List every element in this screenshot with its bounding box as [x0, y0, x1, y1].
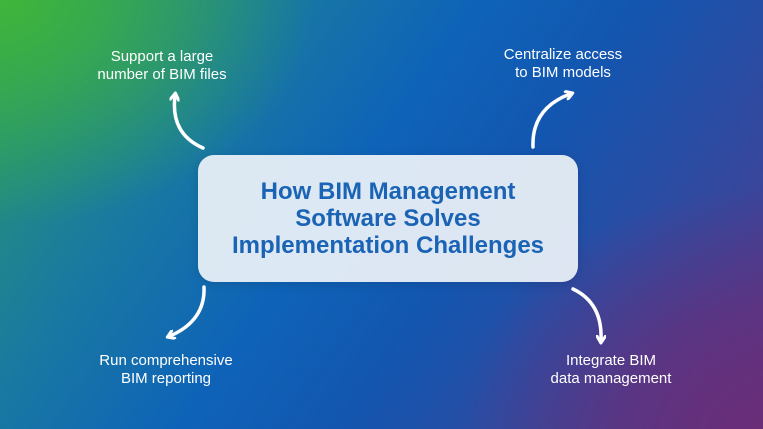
label-line: data management — [550, 370, 672, 387]
label-centralize-access: Centralize access to BIM models — [490, 46, 636, 82]
label-run-reporting: Run comprehensive BIM reporting — [86, 352, 246, 388]
arrow-top-right — [531, 94, 570, 149]
label-integrate-data: Integrate BIM data management — [538, 352, 684, 388]
label-line: number of BIM files — [97, 66, 227, 83]
label-line: to BIM models — [515, 64, 611, 81]
center-title-line: How BIM Management — [260, 178, 516, 205]
label-support-bim-files: Support a large number of BIM files — [92, 48, 232, 84]
label-line: Support a large — [110, 48, 214, 65]
center-title-line: Software Solves — [295, 205, 481, 232]
center-title: How BIM Management Software Solves Imple… — [232, 178, 544, 259]
arrow-bottom-right — [571, 287, 601, 340]
center-title-line: Implementation Challenges — [231, 232, 545, 259]
arrow-bottom-left — [170, 285, 206, 336]
center-title-box: How BIM Management Software Solves Imple… — [198, 155, 578, 282]
arrow-top-left — [174, 96, 205, 150]
label-line: Centralize access — [503, 46, 623, 63]
label-line: BIM reporting — [120, 370, 212, 387]
label-line: Run comprehensive — [99, 352, 233, 369]
label-line: Integrate BIM — [565, 352, 657, 369]
